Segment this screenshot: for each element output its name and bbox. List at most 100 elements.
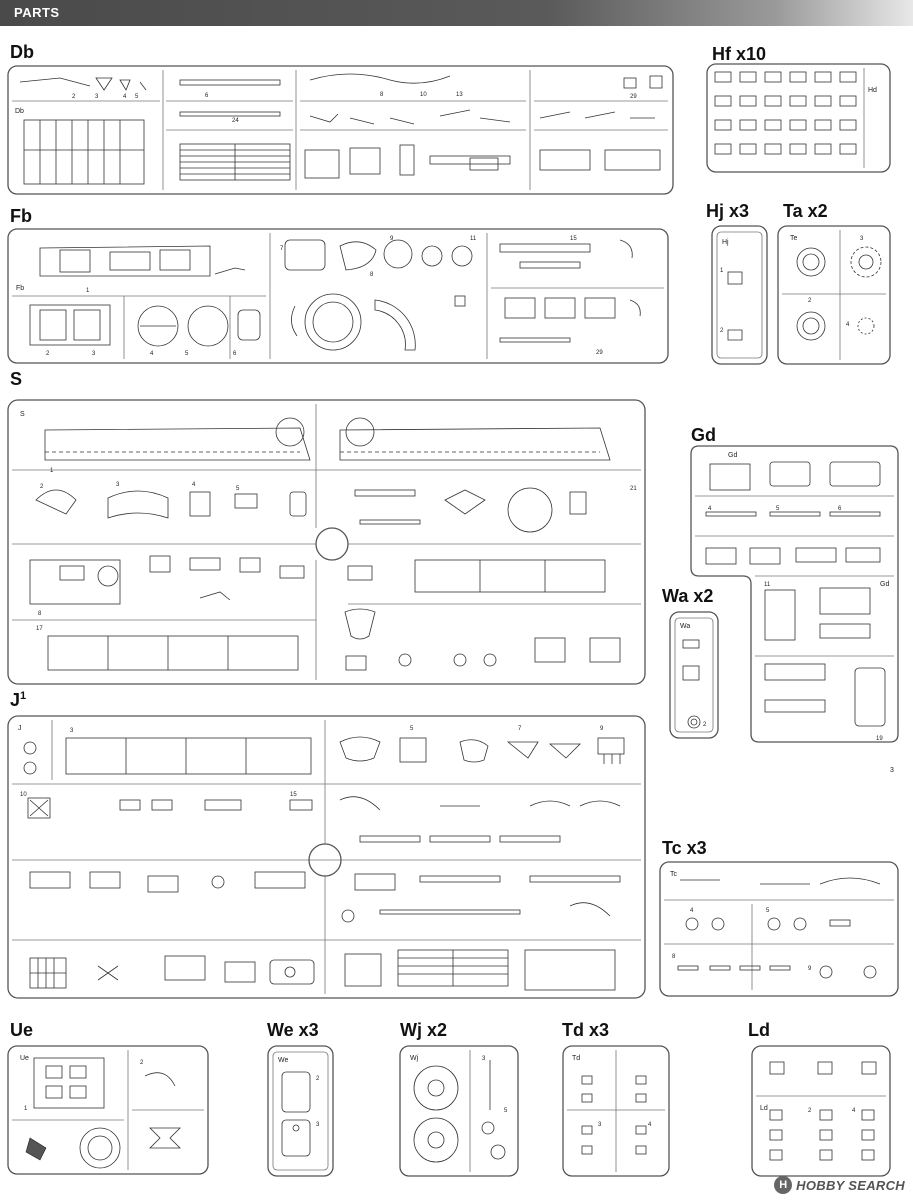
svg-text:5: 5 [776, 506, 780, 512]
svg-text:Wa: Wa [680, 623, 690, 630]
sprue-label-ld: Ld [748, 1020, 770, 1040]
svg-text:1: 1 [720, 268, 724, 274]
svg-text:2: 2 [46, 351, 50, 357]
sprue-hf: Hd [706, 63, 891, 173]
sprue-label-wa: Wa x2 [662, 586, 714, 606]
svg-text:We: We [278, 1057, 288, 1064]
svg-text:15: 15 [290, 792, 297, 798]
watermark-brand: HOBBY SEARCH [796, 1177, 905, 1193]
svg-text:10: 10 [420, 92, 427, 98]
svg-text:J: J [18, 725, 22, 732]
watermark: H HOBBY SEARCH [774, 1176, 905, 1194]
svg-text:1: 1 [50, 468, 54, 474]
svg-text:11: 11 [470, 236, 477, 242]
svg-text:2: 2 [808, 1108, 812, 1114]
svg-text:7: 7 [518, 726, 522, 732]
svg-text:4: 4 [648, 1122, 652, 1128]
sprue-we: We 2 3 [267, 1045, 334, 1177]
svg-text:19: 19 [876, 736, 883, 742]
svg-text:3: 3 [116, 482, 120, 488]
svg-text:17: 17 [36, 626, 43, 632]
hobby-search-logo-icon: H [774, 1176, 793, 1194]
svg-text:11: 11 [764, 582, 771, 588]
svg-text:1: 1 [86, 288, 90, 294]
svg-text:5: 5 [185, 351, 189, 357]
svg-text:Hd: Hd [868, 87, 877, 94]
sprue-wj: Wj 3 5 [399, 1045, 519, 1177]
svg-text:3: 3 [860, 236, 864, 242]
svg-text:Td: Td [572, 1055, 580, 1062]
svg-text:4: 4 [846, 322, 850, 328]
svg-text:29: 29 [596, 350, 603, 356]
svg-text:2: 2 [40, 484, 44, 490]
svg-text:4: 4 [123, 94, 127, 100]
svg-text:3: 3 [482, 1056, 486, 1062]
sprue-label-db: Db [10, 42, 34, 62]
svg-text:Te: Te [790, 235, 798, 242]
svg-text:8: 8 [380, 92, 384, 98]
svg-text:3: 3 [95, 94, 99, 100]
svg-text:5: 5 [766, 908, 770, 914]
svg-text:2: 2 [140, 1060, 144, 1066]
svg-text:9: 9 [808, 966, 812, 972]
svg-text:6: 6 [233, 351, 237, 357]
svg-text:10: 10 [20, 792, 27, 798]
svg-text:4: 4 [150, 351, 154, 357]
svg-text:Fb: Fb [16, 285, 24, 292]
sprue-j: J 3 5 7 9 10 15 [7, 715, 646, 999]
svg-text:3: 3 [92, 351, 96, 357]
svg-text:2: 2 [808, 298, 812, 304]
svg-text:Gd: Gd [728, 452, 737, 459]
svg-text:Ld: Ld [760, 1105, 768, 1112]
svg-text:4: 4 [852, 1108, 856, 1114]
sprue-ta: Te 3 2 4 [777, 225, 891, 365]
sprue-label-s: S [10, 369, 23, 389]
section-header-bar: PARTS [0, 0, 913, 26]
sprue-label-hj: Hj x3 [706, 201, 750, 221]
sprue-ue: Ue 12 [7, 1045, 209, 1175]
sprue-hj: Hj 12 [711, 225, 768, 365]
svg-text:Tc: Tc [670, 871, 678, 878]
svg-text:Gd: Gd [880, 581, 889, 588]
svg-text:5: 5 [135, 94, 139, 100]
page-number: 3 [890, 767, 894, 774]
sprue-wa: Wa 2 [669, 611, 719, 739]
svg-text:8: 8 [370, 272, 374, 278]
svg-text:Db: Db [15, 108, 24, 115]
svg-text:9: 9 [600, 726, 604, 732]
svg-text:8: 8 [38, 611, 42, 617]
svg-text:4: 4 [690, 908, 694, 914]
svg-text:S: S [20, 411, 25, 418]
svg-text:9: 9 [390, 236, 394, 242]
svg-text:15: 15 [570, 236, 577, 242]
svg-text:6: 6 [205, 93, 209, 99]
svg-text:6: 6 [838, 506, 842, 512]
sprue-label-ta: Ta x2 [783, 201, 828, 221]
sprue-label-fb: Fb [10, 206, 32, 226]
svg-text:24: 24 [232, 118, 239, 124]
sprue-label-ue: Ue [10, 1020, 34, 1040]
sprue-label-wj: Wj x2 [400, 1020, 448, 1040]
svg-text:29: 29 [630, 94, 637, 100]
svg-text:5: 5 [410, 726, 414, 732]
svg-text:2: 2 [316, 1076, 320, 1082]
svg-text:3: 3 [316, 1122, 320, 1128]
svg-text:8: 8 [672, 954, 676, 960]
sprue-ld: Ld 2 4 [751, 1045, 891, 1177]
svg-text:Wj: Wj [410, 1055, 419, 1062]
svg-text:3: 3 [598, 1122, 602, 1128]
svg-text:2: 2 [703, 722, 707, 728]
sprue-label-td: Td x3 [562, 1020, 610, 1040]
sprue-label-we: We x3 [267, 1020, 319, 1040]
svg-text:4: 4 [708, 506, 712, 512]
svg-text:5: 5 [504, 1108, 508, 1114]
sprue-label-hf: Hf x10 [712, 44, 767, 64]
sprue-label-j: J1 [10, 690, 27, 710]
svg-text:3: 3 [70, 728, 74, 734]
section-title: PARTS [14, 5, 60, 20]
svg-text:5: 5 [236, 486, 240, 492]
